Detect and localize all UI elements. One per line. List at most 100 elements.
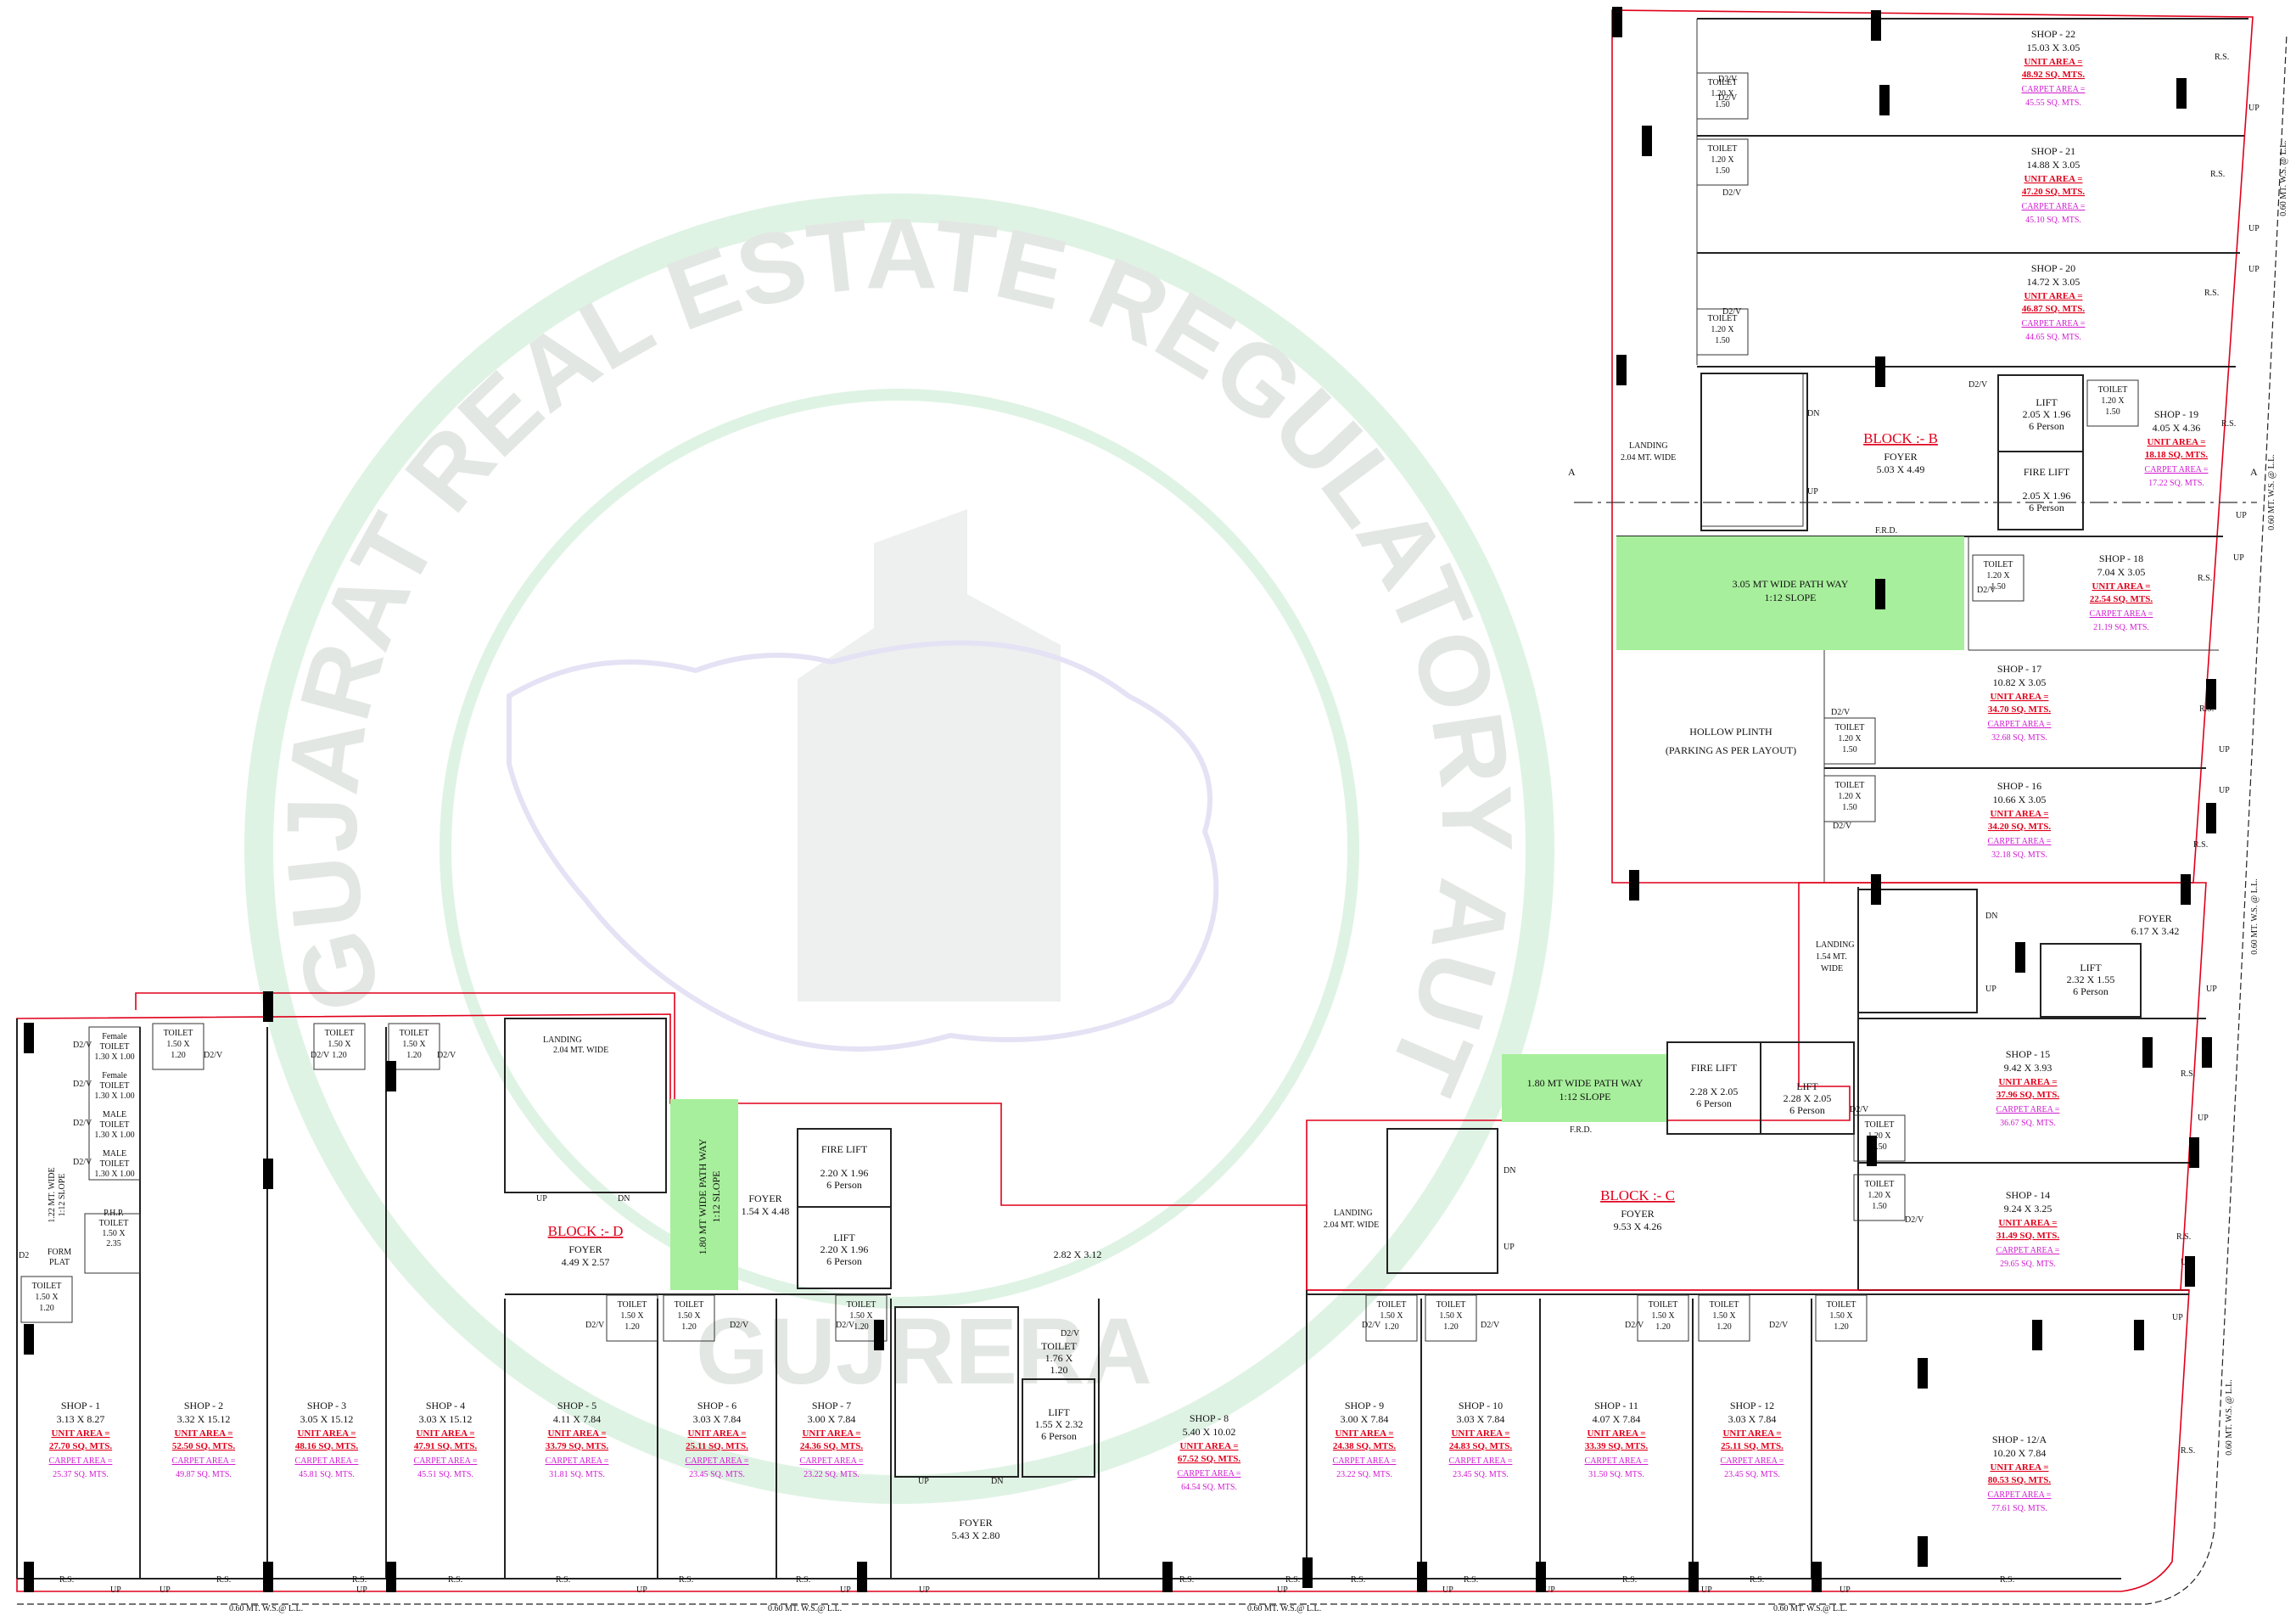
carpet-area-value: 45.51 SQ. MTS. [417,1470,473,1479]
block-b-outline [1611,9,2254,884]
unit-area-label: UNIT AREA = [802,1428,860,1439]
open-area-size: 2.82 X 3.12 [1054,1248,1102,1260]
column [1812,1562,1822,1592]
block-c-top-stair [1857,889,1978,1013]
shop-name: SHOP - 9 [1345,1400,1384,1411]
male-toilet-2: MALE [103,1149,126,1159]
column [1918,1358,1928,1389]
unit-area-value: 80.53 SQ. MTS. [1988,1475,2052,1485]
toilet-size2: 1.20 [1716,1322,1732,1332]
stair-up-marker: UP [2236,511,2247,520]
toilet-label: TOILET [1708,144,1738,154]
column [857,1562,867,1592]
d2v-door: D2/V [1769,1321,1789,1330]
carpet-area-value: 49.87 SQ. MTS. [176,1470,232,1479]
block-d-dn: DN [618,1194,630,1204]
unit-area-label: UNIT AREA = [2147,437,2205,447]
unit-area-label: UNIT AREA = [1335,1428,1393,1439]
block-d-staircase [504,1018,667,1193]
centre-lift-size: 1.55 X 2.32 [1035,1418,1084,1430]
unit-area-value: 25.11 SQ. MTS. [1721,1441,1784,1451]
toilet-size: 1.20 X [1868,1191,1891,1200]
column [1162,1562,1173,1592]
block-b-dn: DN [1807,409,1819,418]
female-toilet-1-word: TOILET [100,1042,130,1052]
block-b-foyer: FOYER [1884,451,1917,463]
toilet-label: TOILET [1377,1300,1407,1310]
stair-up-marker: UP [2219,786,2230,795]
stair-up-marker: UP [160,1585,171,1595]
column [1417,1562,1427,1592]
ws-label-2: 0.60 MT. W.S.@ L.L. [768,1604,842,1613]
toilet-size2: 1.20 [1834,1322,1849,1332]
shop-name: SHOP - 14 [2006,1189,2050,1201]
block-c-pathway [1502,1054,1667,1122]
toilet-size: 1.50 X [35,1293,59,1302]
unit-area-value: 34.70 SQ. MTS. [1988,704,2052,715]
centre-stair-up: UP [918,1477,929,1486]
toilet-size: 1.20 X [2101,396,2125,406]
shop-size: 14.88 X 3.05 [2027,159,2080,171]
d2v-door: D2/V [1850,1105,1869,1114]
shop-size: 14.72 X 3.05 [2027,276,2080,288]
toilet-label: TOILET [1649,1300,1678,1310]
block-b-landing: LANDING [1629,441,1668,451]
rolling-shutter: R.S. [216,1575,231,1585]
carpet-area-value: 32.68 SQ. MTS. [1991,733,2047,743]
bottom-row-outline [16,992,2190,1592]
carpet-area-label: CARPET AREA = [2145,465,2209,474]
column [1629,870,1639,901]
unit-area-value: 33.79 SQ. MTS. [546,1441,609,1451]
d2v-door: D2/V [1722,188,1742,198]
rolling-shutter: R.S. [1464,1575,1478,1585]
toilet-size: 1.50 X [166,1040,190,1049]
toilet-size2: 1.20 [1384,1322,1399,1332]
carpet-area-label: CARPET AREA = [1333,1456,1397,1466]
block-d-pathway-label: 1.80 MT WIDE PATH WAY [697,1138,708,1254]
toilet-size2: 1.20 [332,1051,347,1060]
column [2185,1256,2195,1287]
carpet-area-value: 21.19 SQ. MTS. [2093,623,2149,632]
unit-area-label: UNIT AREA = [2024,57,2082,67]
d2v-door: D2/V [1722,307,1742,317]
block-c-dn: DN [1504,1166,1515,1176]
carpet-area-label: CARPET AREA = [1178,1469,1241,1479]
male-toilet-2-size: 1.30 X 1.00 [94,1170,134,1179]
rolling-shutter: R.S. [59,1575,74,1585]
block-d-foyer-size: 4.49 X 2.57 [562,1256,610,1268]
block-b-lift-label: LIFT [2036,396,2058,408]
toilet-size2: 1.50 [1715,166,1730,176]
d2v-door: D2/V [73,1041,92,1050]
block-b-frd: F.R.D. [1875,526,1897,536]
block-c-pathway-label: 1.80 MT WIDE PATH WAY [1527,1077,1644,1089]
female-toilet-1-size: 1.30 X 1.00 [94,1052,134,1062]
shop-name: SHOP - 15 [2006,1048,2050,1060]
toilet-label: TOILET [400,1029,429,1038]
centre-toilet-size2: 1.20 [1050,1364,1068,1376]
